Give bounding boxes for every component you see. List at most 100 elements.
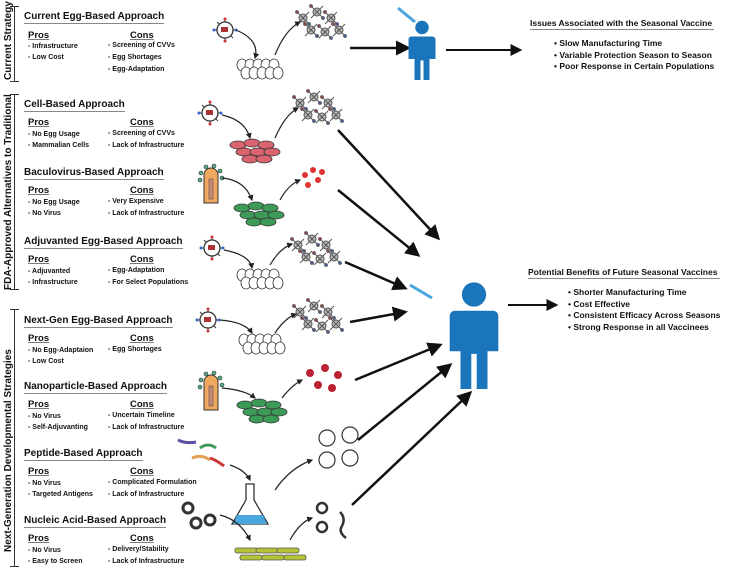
converging-arrows [337,129,473,506]
approach-title: Adjuvanted Egg-Based Approach [24,236,183,249]
issue-item: • Variable Protection Season to Season [554,49,712,60]
virus-particles-icon [296,5,347,40]
influenza-virus-icon [198,234,226,262]
approach-title: Cell-Based Approach [24,99,125,112]
con-item: - Lack of Infrastructure [108,491,185,498]
arrow [229,464,251,482]
pros-label: Pros [28,333,50,344]
plasmids-icon [181,501,217,530]
arrow [281,379,304,399]
cons-label: Cons [130,466,154,477]
benefit-item: • Strong Response in all Vaccinees [568,321,709,332]
approach-title: Nucleic Acid-Based Approach [24,515,167,528]
cons-label: Cons [130,30,154,41]
con-item: - Complicated Formulation [108,479,197,486]
pros-label: Pros [28,466,50,477]
protein-particles-icon [302,167,325,188]
pro-item: - No Egg Usage [28,199,80,206]
issue-item: • Poor Response in Certain Populations [554,61,715,71]
virus-particles-icon [293,299,344,334]
arrow [274,107,300,139]
peptide-particles-icon [318,426,359,469]
approach-title: Baculovirus-Based Approach [24,167,164,180]
cons-label: Cons [130,399,154,410]
con-item: - Lack of Infrastructure [108,558,185,565]
pro-item: - No Virus [28,210,61,217]
pro-item: - No Virus [28,480,61,487]
pro-item: - Mammalian Cells [28,142,90,149]
arrow [219,319,253,335]
virus-particles-icon [293,90,344,125]
con-item: - Egg-Adaptation [108,267,165,274]
pro-item: - Easy to Screen [28,558,83,565]
eggs-icon [236,268,284,290]
approach-title: Nanoparticle-Based Approach [24,381,167,394]
cons-label: Cons [130,533,154,544]
con-item: - Lack of Infrastructure [108,142,185,149]
insect-cells-icon [236,398,288,424]
bracket-fda [10,94,19,290]
issue-item: • Slow Manufacturing Time [554,38,663,48]
bracket-current [10,6,19,82]
cons-label: Cons [130,117,154,128]
pro-item: - Low Cost [28,358,64,365]
con-item: - Screening of CVVs [108,130,175,137]
con-item: - Egg-Adaptation [108,66,165,73]
arrow [221,114,252,140]
mammalian-cells-icon [229,138,281,164]
eggs-icon [236,58,284,80]
benefit-item: • Consistent Efficacy Across Seasons [568,310,721,320]
influenza-virus-icon [211,16,239,44]
con-item: - Egg Shortages [108,346,162,353]
pro-item: - No Virus [28,547,61,554]
cons-label: Cons [130,333,154,344]
arrow [221,387,256,399]
arrow [279,179,302,201]
adjuvanted-particles-icon [291,232,342,267]
flask-icon [230,483,270,525]
issues-box: Issues Associated with the Seasonal Vacc… [530,18,715,73]
pros-label: Pros [28,254,50,265]
benefits-title: Potential Benefits of Future Seasonal Va… [528,267,721,279]
eggs-icon [238,333,286,355]
con-item: - Very Expensive [108,198,164,205]
influenza-virus-icon [194,306,222,334]
arrow [221,177,254,202]
arrow [289,516,314,541]
benefits-box: Potential Benefits of Future Seasonal Va… [528,267,721,333]
pro-item: - No Egg Usage [28,131,80,138]
peptides-icon [177,438,225,468]
baculovirus-icon [197,370,225,411]
nanoparticles-icon [306,364,342,392]
con-item: - Screening of CVVs [108,42,175,49]
cons-label: Cons [130,254,154,265]
pros-label: Pros [28,533,50,544]
con-item: - Lack of Infrastructure [108,424,185,431]
issues-title: Issues Associated with the Seasonal Vacc… [530,18,715,30]
pro-item: - No Egg-Adaptaion [28,347,94,354]
pro-item: - Infrastructure [28,279,78,286]
con-item: - Uncertain Timeline [108,412,175,419]
pro-item: - Targeted Antigens [28,491,93,498]
arrow [235,29,260,60]
syringe-icon [409,283,433,300]
arrow [269,242,294,266]
pros-label: Pros [28,399,50,410]
pro-item: - Self-Adjuvanting [28,424,88,431]
pro-item: - Infrastructure [28,43,78,50]
pros-label: Pros [28,30,50,41]
con-item: - For Select Populations [108,279,189,286]
pro-item: - No Virus [28,413,61,420]
arrow [223,249,255,270]
syringe-icon [397,6,416,24]
approach-title: Next-Gen Egg-Based Approach [24,315,173,328]
con-item: - Lack of Infrastructure [108,210,185,217]
benefit-item: • Cost Effective [568,298,631,309]
